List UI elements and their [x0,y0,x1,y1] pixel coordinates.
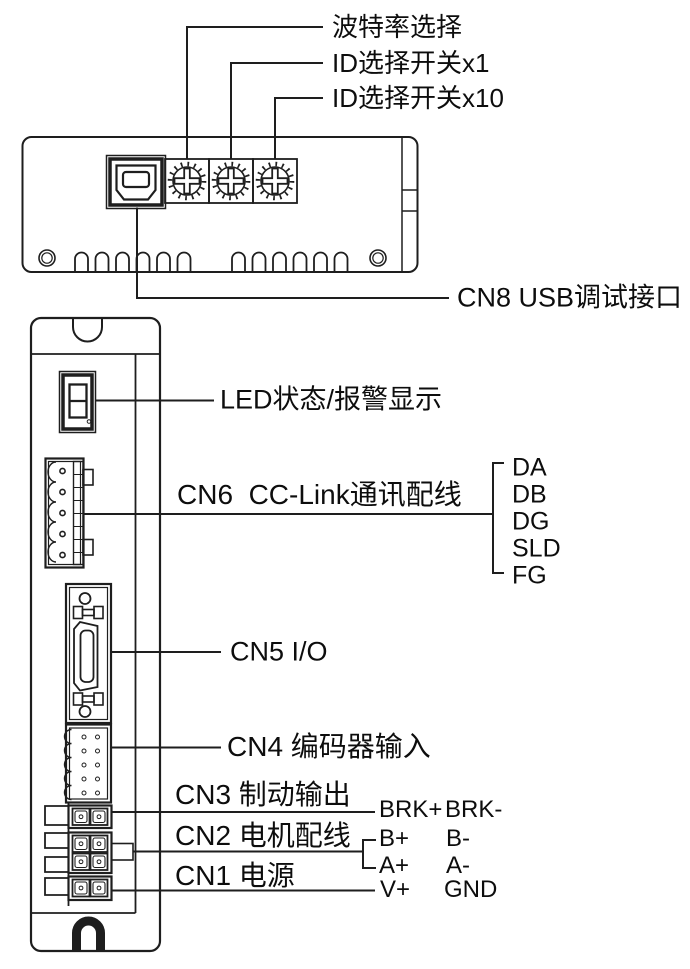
cn1-connector-icon [67,875,113,902]
cn4-connector-icon [63,723,113,804]
cn2-pin-bracket [362,839,376,869]
label-cn1-power: CN1 电源 [175,860,295,891]
front-device-outline [29,316,162,953]
screw-hole-icon [38,249,56,267]
screw-hole-icon [369,249,387,267]
cn6-pin-sld: SLD [512,534,561,563]
rotary-switch-x1-icon [208,158,254,204]
rotary-switch-baud-icon [164,158,210,204]
leader-lines [83,26,493,892]
mounting-hook-icon [72,916,105,951]
pin-gnd: GND [444,876,498,903]
usb-port-icon [105,154,167,210]
label-id-switch-x1: ID选择开关x1 [332,48,490,78]
led-display-icon [58,370,97,434]
terminal-housing [44,803,70,906]
label-id-switch-x10: ID选择开关x10 [332,83,504,113]
label-cn8-usb-debug-port: CN8 USB调试接口 [457,282,683,313]
label-led-status-alarm: LED状态/报警显示 [220,384,443,415]
pin-a-plus: A+ [379,852,410,879]
pin-brk-plus: BRK+ [379,796,443,823]
label-cn4-encoder-input: CN4 编码器输入 [227,731,431,762]
label-cn6-cclink: CN6 CC-Link通讯配线 [177,479,462,510]
pin-brk-minus: BRK- [445,796,503,823]
label-cn3-brake-output: CN3 制动输出 [175,779,351,810]
pin-a-minus: A- [446,852,470,879]
cn2-connector-icon [67,831,134,875]
cn6-pin-bracket [492,462,504,574]
cn5-connector-icon [64,582,113,725]
cn3-connector-icon [67,804,113,830]
cn6-pin-db: DB [512,480,547,509]
pin-v-plus: V+ [380,876,411,903]
rotary-switch-x10-icon [252,158,298,204]
cn6-pin-fg: FG [512,561,547,590]
pin-b-minus: B- [446,825,470,852]
label-baud-rate-select: 波特率选择 [332,12,463,42]
cn6-pin-da: DA [512,453,547,482]
heatsink-fins [74,251,349,271]
pin-b-plus: B+ [379,825,410,852]
top-device-outline [21,136,419,273]
label-cn2-motor-wiring: CN2 电机配线 [175,820,351,851]
cn6-pin-dg: DG [512,507,550,536]
label-cn5-io: CN5 I/O [230,636,328,667]
